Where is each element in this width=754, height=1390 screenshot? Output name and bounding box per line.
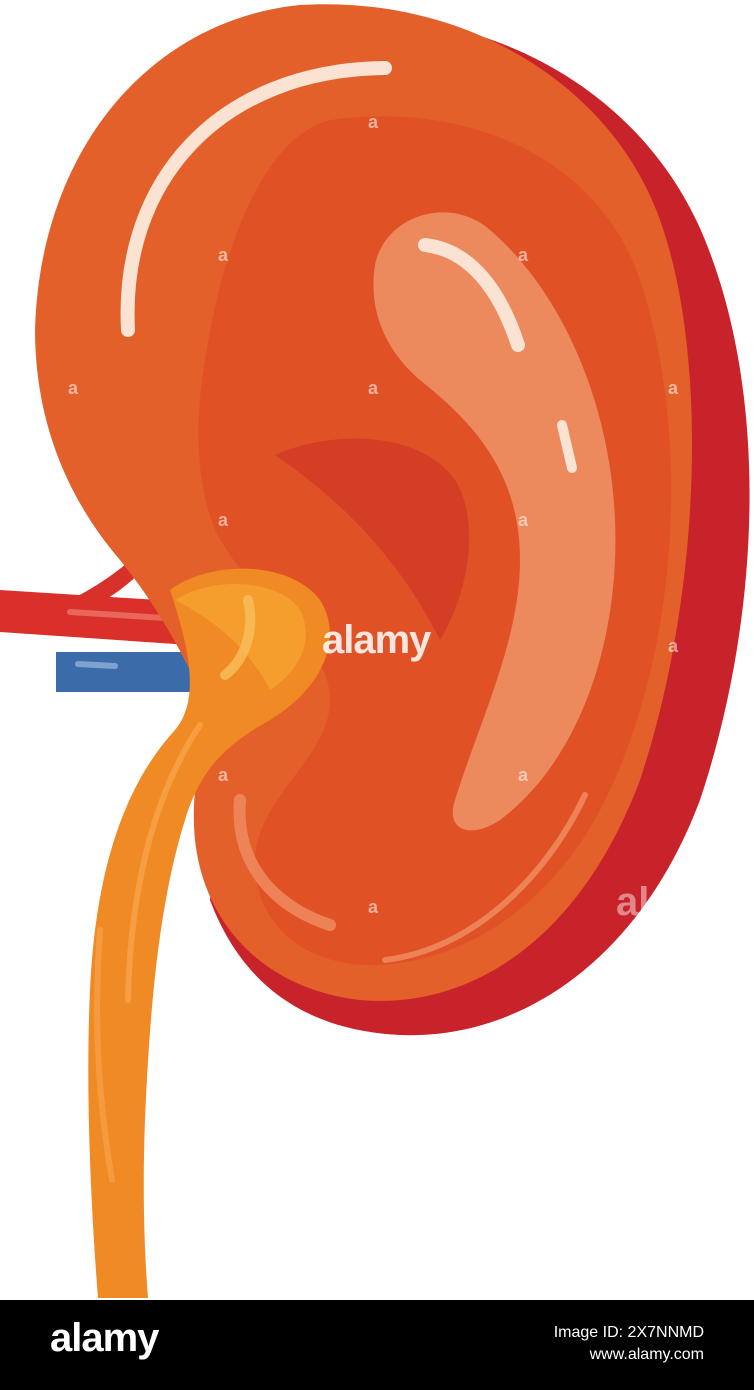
gloss-bottom-right [382, 792, 588, 963]
kidney-icon [0, 4, 750, 1298]
watermark-tile: a [368, 378, 379, 398]
renal-pelvis [373, 212, 616, 831]
watermark-tile: a [668, 378, 679, 398]
watermark-tile: a [368, 112, 379, 132]
gloss-bottom-left [233, 794, 336, 931]
footer-bar: alamy Image ID: 2X7NNMD www.alamy.com [0, 1300, 754, 1390]
watermark-tile: a [368, 897, 379, 917]
ureter [88, 568, 330, 1298]
gloss-pelvis [418, 238, 525, 352]
watermark-tile: a [668, 636, 679, 656]
watermark-tile: a [518, 765, 529, 785]
image-info: Image ID: 2X7NNMD www.alamy.com [554, 1322, 704, 1366]
image-id: Image ID: 2X7NNMD [553, 1324, 704, 1341]
watermark-tile: a [518, 510, 529, 530]
kidney-medulla [275, 438, 470, 640]
kidney-illustration: alamy al a a a a a a a a a a a a [0, 4, 750, 1298]
alamy-logo: alamy [50, 1316, 159, 1360]
watermark-tile: a [218, 510, 229, 530]
gloss-top [120, 61, 392, 337]
renal-artery [0, 590, 190, 645]
watermark-tile: a [218, 765, 229, 785]
watermark-tile: a [518, 245, 529, 265]
watermark-tile: a [68, 378, 79, 398]
site-url: www.alamy.com [589, 1346, 704, 1363]
renal-vein [56, 652, 190, 692]
watermark-tile: a [218, 245, 229, 265]
